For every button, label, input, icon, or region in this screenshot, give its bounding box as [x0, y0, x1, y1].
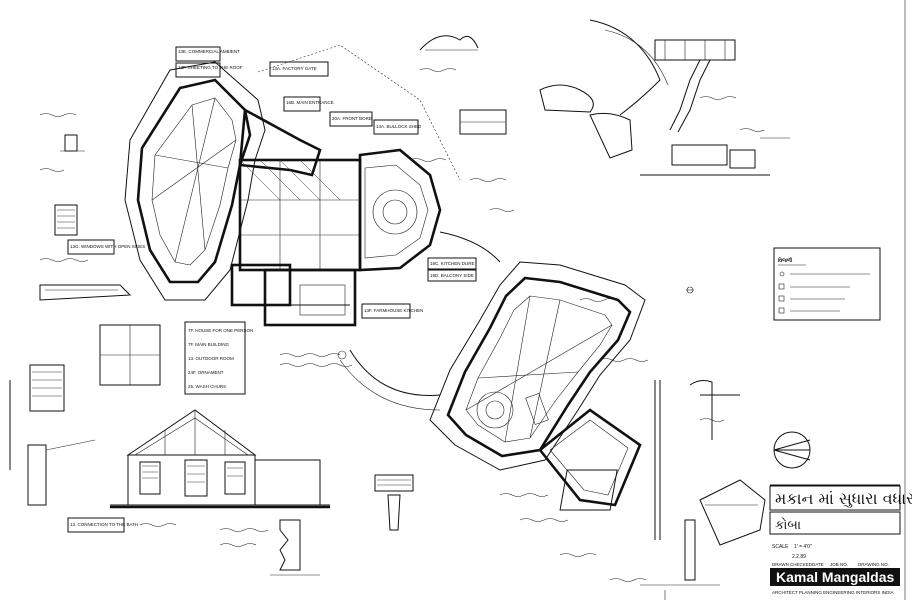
plan-note: 13A. FACTORY GATE — [272, 66, 317, 71]
plan-note: 25. WASH CHURS — [188, 384, 226, 389]
plan-note: 19D. BALCONY SIDE — [430, 273, 474, 278]
plan-note: 7F. MAIN BUILDING — [188, 342, 230, 347]
note-box — [361, 303, 411, 319]
scale-label: SCALE — [772, 544, 789, 550]
edge-details — [9, 134, 161, 506]
scale-value: 1' = 4'0" — [794, 544, 812, 550]
plan-note: 19C. KITCHEN DURE — [430, 261, 475, 266]
title-block: મકાન માં સુધારા વધારા કોબા SCALE 1' = 4'… — [769, 484, 912, 595]
plan-note: 13F. FARMHOUSE KITCHEN — [364, 308, 423, 313]
legend-box — [773, 247, 881, 321]
note-box — [67, 517, 125, 533]
section-elevation — [110, 409, 414, 576]
handwritten-annotations — [39, 68, 765, 582]
ornament-sketches — [419, 19, 790, 176]
column-drawn: DRAWN — [772, 562, 789, 567]
location-box — [769, 511, 901, 535]
plan-note: 13. OUTDOOR ROOM — [188, 356, 234, 361]
note-box — [175, 46, 221, 62]
project-title-box — [769, 485, 901, 511]
plan-note: 13. CONNECTION TO THE BATH — [70, 522, 138, 527]
note-box — [427, 269, 477, 282]
second-floor-plan — [337, 231, 646, 507]
north-arrow-icon — [773, 431, 811, 469]
plan-note: 16B. MAIN ENTRANCE — [286, 100, 334, 105]
plumbing-detail — [559, 380, 766, 600]
note-box — [329, 111, 373, 127]
note-box — [283, 96, 321, 112]
column-date: DATE — [812, 562, 824, 567]
architect-tagline: ARCHITECT PLANNING ENGINEERING INTERIORS… — [772, 590, 894, 595]
drawing-date: 2.2.89 — [792, 554, 806, 560]
main-floor-plan — [124, 44, 461, 327]
plan-note: 13G. WINDOWS WITH OPEN SIDES — [70, 244, 145, 249]
note-box — [269, 61, 329, 77]
plan-note: 13E. COMMERCIAL AMBIENT — [178, 49, 240, 54]
column-checked: CHECKED — [790, 562, 813, 567]
plan-note: 20A. FRONT BORE — [332, 116, 372, 121]
column-drawing-no: DRAWING NO. — [858, 562, 889, 567]
plan-note: 13F. SHEETING TO THE ROOF — [178, 65, 243, 70]
brand-banner — [770, 568, 900, 586]
note-box — [427, 257, 477, 270]
plan-note: 24F. ORNAMENT — [188, 370, 224, 375]
note-box — [175, 62, 221, 78]
plan-note: 7F. HOUSE FOR ONE PERSON — [188, 328, 253, 333]
column-job-no: JOB NO. — [830, 562, 848, 567]
note-box — [373, 119, 419, 135]
project-title: મકાન માં સુધારા વધારા — [775, 489, 912, 508]
legend-heading: વિજળી — [778, 257, 793, 264]
architect-brand: Kamal Mangaldas — [776, 569, 894, 585]
plan-note: 14A. BULLOCK SHED — [376, 124, 422, 129]
note-list-box — [184, 321, 246, 395]
electrical-legend: વિજળી — [686, 247, 881, 321]
project-location: કોબા — [775, 517, 801, 533]
plan-notes: 13E. COMMERCIAL AMBIENT 13F. SHEETING TO… — [67, 46, 477, 533]
note-box — [67, 239, 115, 255]
